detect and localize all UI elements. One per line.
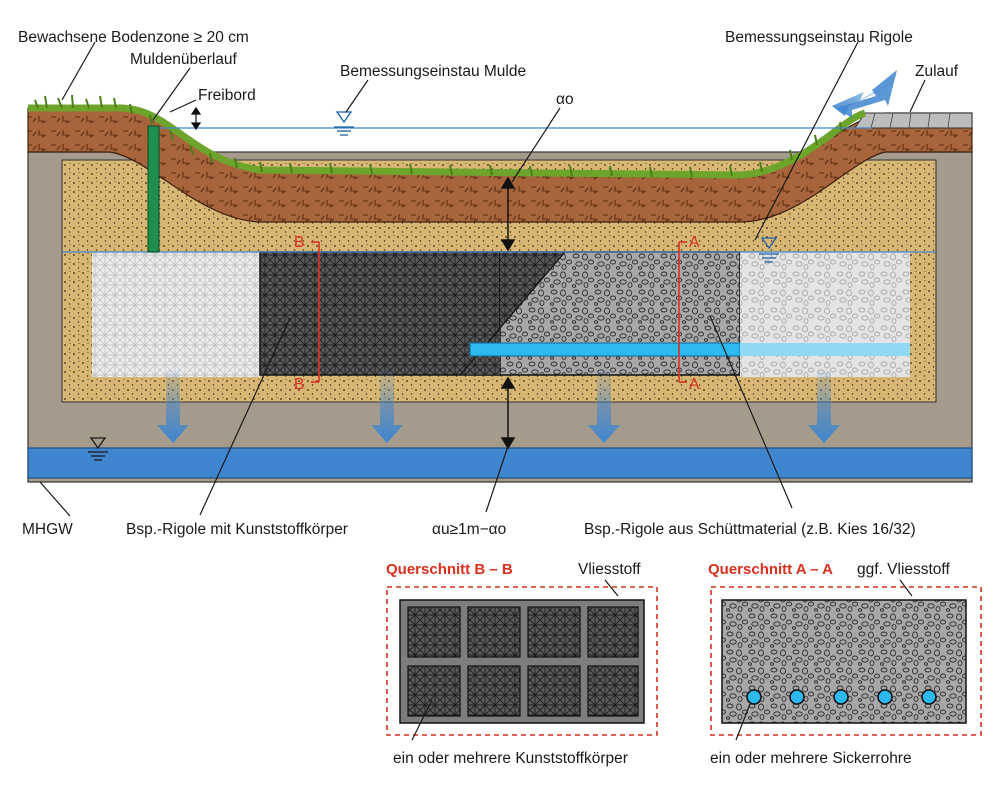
seepage-pipes [746, 689, 937, 705]
section-mark-b [311, 241, 320, 383]
label-a-u: αu≥1m−αo [432, 521, 506, 538]
cross-section: B B A A [27, 70, 973, 483]
section-b-label-bottom: B [294, 376, 304, 393]
section-b-label-top: B [294, 234, 304, 251]
label-rigole-kunststoff: Bsp.-Rigole mit Kunststoffkörper [126, 521, 348, 538]
label-einstau-mulde: Bemessungseinstau Mulde [340, 63, 526, 80]
plastic-cells-grid [407, 606, 639, 717]
section-aa-caption: ein oder mehrere Sickerrohre [710, 750, 912, 767]
water-level-symbol-rigole [759, 237, 779, 263]
dimension-freibord [190, 106, 202, 131]
water-level-symbol-mulde [334, 111, 354, 136]
paving [854, 112, 973, 129]
rigole-plastic-body [259, 251, 501, 376]
label-freibord: Freibord [198, 87, 256, 104]
dimension-au [500, 376, 516, 450]
label-a-o: αo [556, 91, 574, 108]
label-rigole-schuett: Bsp.-Rigole aus Schüttmaterial (z.B. Kie… [584, 521, 916, 538]
section-bb-vlies: Vliesstoff [578, 561, 641, 578]
section-bb-caption: ein oder mehrere Kunststoffkörper [393, 750, 628, 767]
section-aa-vlies: ggf. Vliesstoff [857, 561, 950, 578]
section-a-label-bottom: A [689, 376, 700, 393]
label-muldenueberlauf: Muldenüberlauf [130, 51, 238, 68]
section-bb-title: Querschnitt B – B [386, 561, 513, 578]
water-level-symbol-mhgw [88, 437, 108, 461]
section-bb-panel: Querschnitt B – B Vliesstoff ein oder me… [386, 561, 658, 767]
section-aa-title: Querschnitt A – A [708, 561, 833, 578]
grass-layer [28, 104, 867, 179]
overflow-pipe [147, 125, 160, 253]
rigole-plastic-light [92, 252, 260, 377]
label-mhgw: MHGW [22, 521, 73, 538]
dimension-ao [500, 176, 516, 252]
section-a-label-top: A [689, 234, 700, 251]
rigole-gravel-light [740, 252, 910, 377]
label-zulauf: Zulauf [915, 63, 959, 80]
seepage-pipe [469, 342, 741, 357]
label-einstau-rigole: Bemessungseinstau Rigole [725, 29, 913, 46]
infiltration-arrows [157, 370, 840, 443]
section-aa-panel: Querschnitt A – A ggf. Vliesstoff ein od… [708, 561, 982, 767]
groundwater-band [27, 447, 973, 479]
leader-lines [39, 41, 926, 517]
section-mark-a [678, 241, 687, 383]
label-bodenzone: Bewachsene Bodenzone ≥ 20 cm [18, 29, 249, 46]
